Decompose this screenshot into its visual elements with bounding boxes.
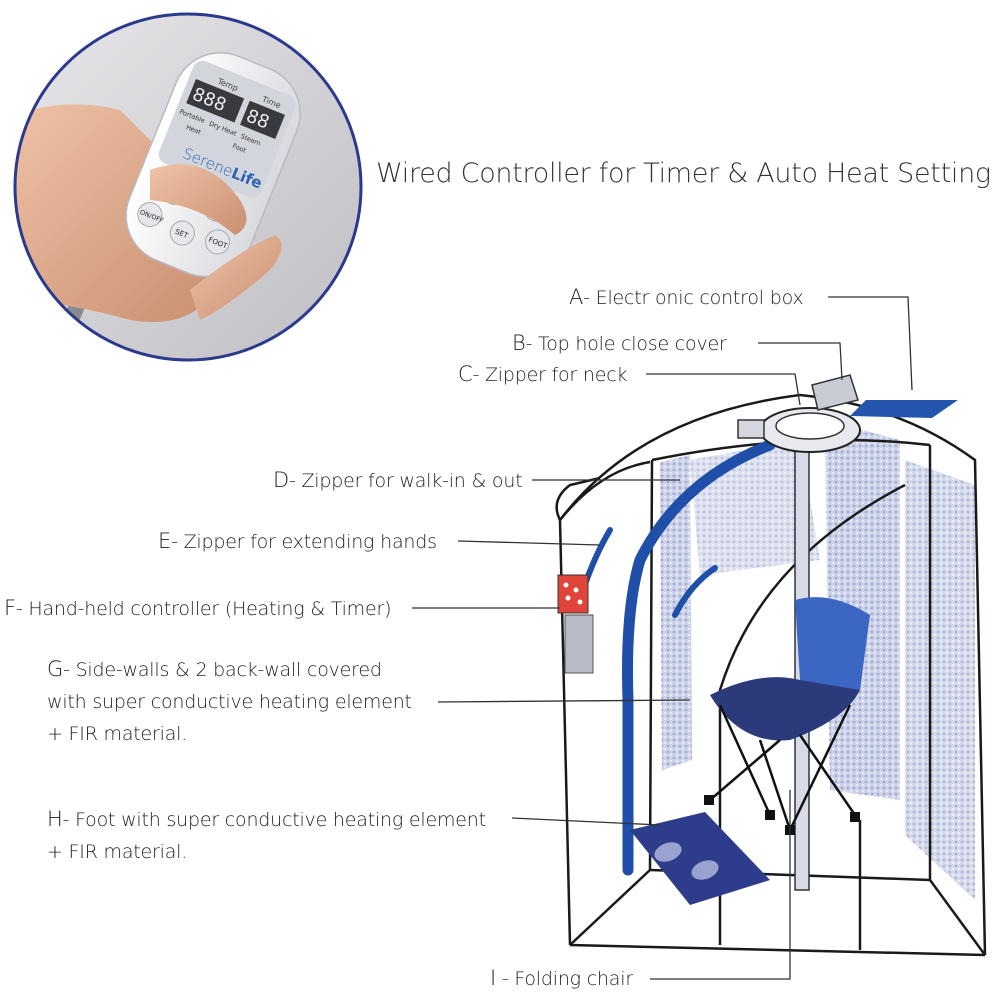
electronic-control-box [850, 400, 958, 418]
temp-display [186, 78, 245, 123]
callout-e: E- Zipper for extending hands [158, 529, 437, 553]
callout-c: C- Zipper for neck [458, 362, 628, 386]
leader-a [828, 296, 913, 391]
set-button[interactable]: SET [167, 217, 198, 248]
foot-mat [630, 812, 770, 905]
photo-circle-border [13, 12, 363, 362]
callout-d: D- Zipper for walk-in & out [273, 468, 523, 492]
chair-seat [710, 677, 860, 741]
chair-backrest [795, 597, 870, 694]
leader-e [457, 540, 601, 546]
callout-i: I - Folding chair [490, 966, 633, 990]
zipper-walk-in [622, 439, 776, 876]
callout-b: B- Top hole close cover [512, 331, 727, 355]
top-hole-cover [811, 374, 859, 411]
callout-g: G- Side-walls & 2 back-wall covered with… [47, 657, 412, 745]
heading: Wired Controller for Timer & Auto Heat S… [376, 158, 991, 189]
leader-h [511, 817, 661, 826]
time-display [240, 100, 285, 140]
foot-button[interactable]: FOOT [202, 226, 233, 257]
leader-g [437, 699, 691, 703]
callout-f: F- Hand-held controller (Heating & Timer… [4, 596, 392, 620]
thumb [150, 164, 247, 235]
leader-lines [412, 296, 913, 980]
callout-h: H- Foot with super conductive heating el… [47, 807, 486, 863]
right-side-panel [905, 460, 975, 900]
zipper-hands-right [672, 565, 718, 618]
leader-c [646, 373, 801, 406]
remote-controller-photo: Temp Time 888 88 Portable Dry Heat Steam… [13, 12, 363, 362]
fingers [190, 235, 282, 320]
leader-i [650, 790, 791, 980]
handheld-controller [557, 574, 589, 614]
callout-a: A- Electr onic control box [569, 285, 804, 309]
leader-b [758, 342, 843, 381]
onoff-button[interactable]: ON/OFF [134, 199, 168, 231]
folding-chair [704, 597, 870, 835]
neck-ring-inner [775, 412, 845, 440]
left-clip [737, 419, 765, 439]
controller-pouch [564, 614, 594, 674]
